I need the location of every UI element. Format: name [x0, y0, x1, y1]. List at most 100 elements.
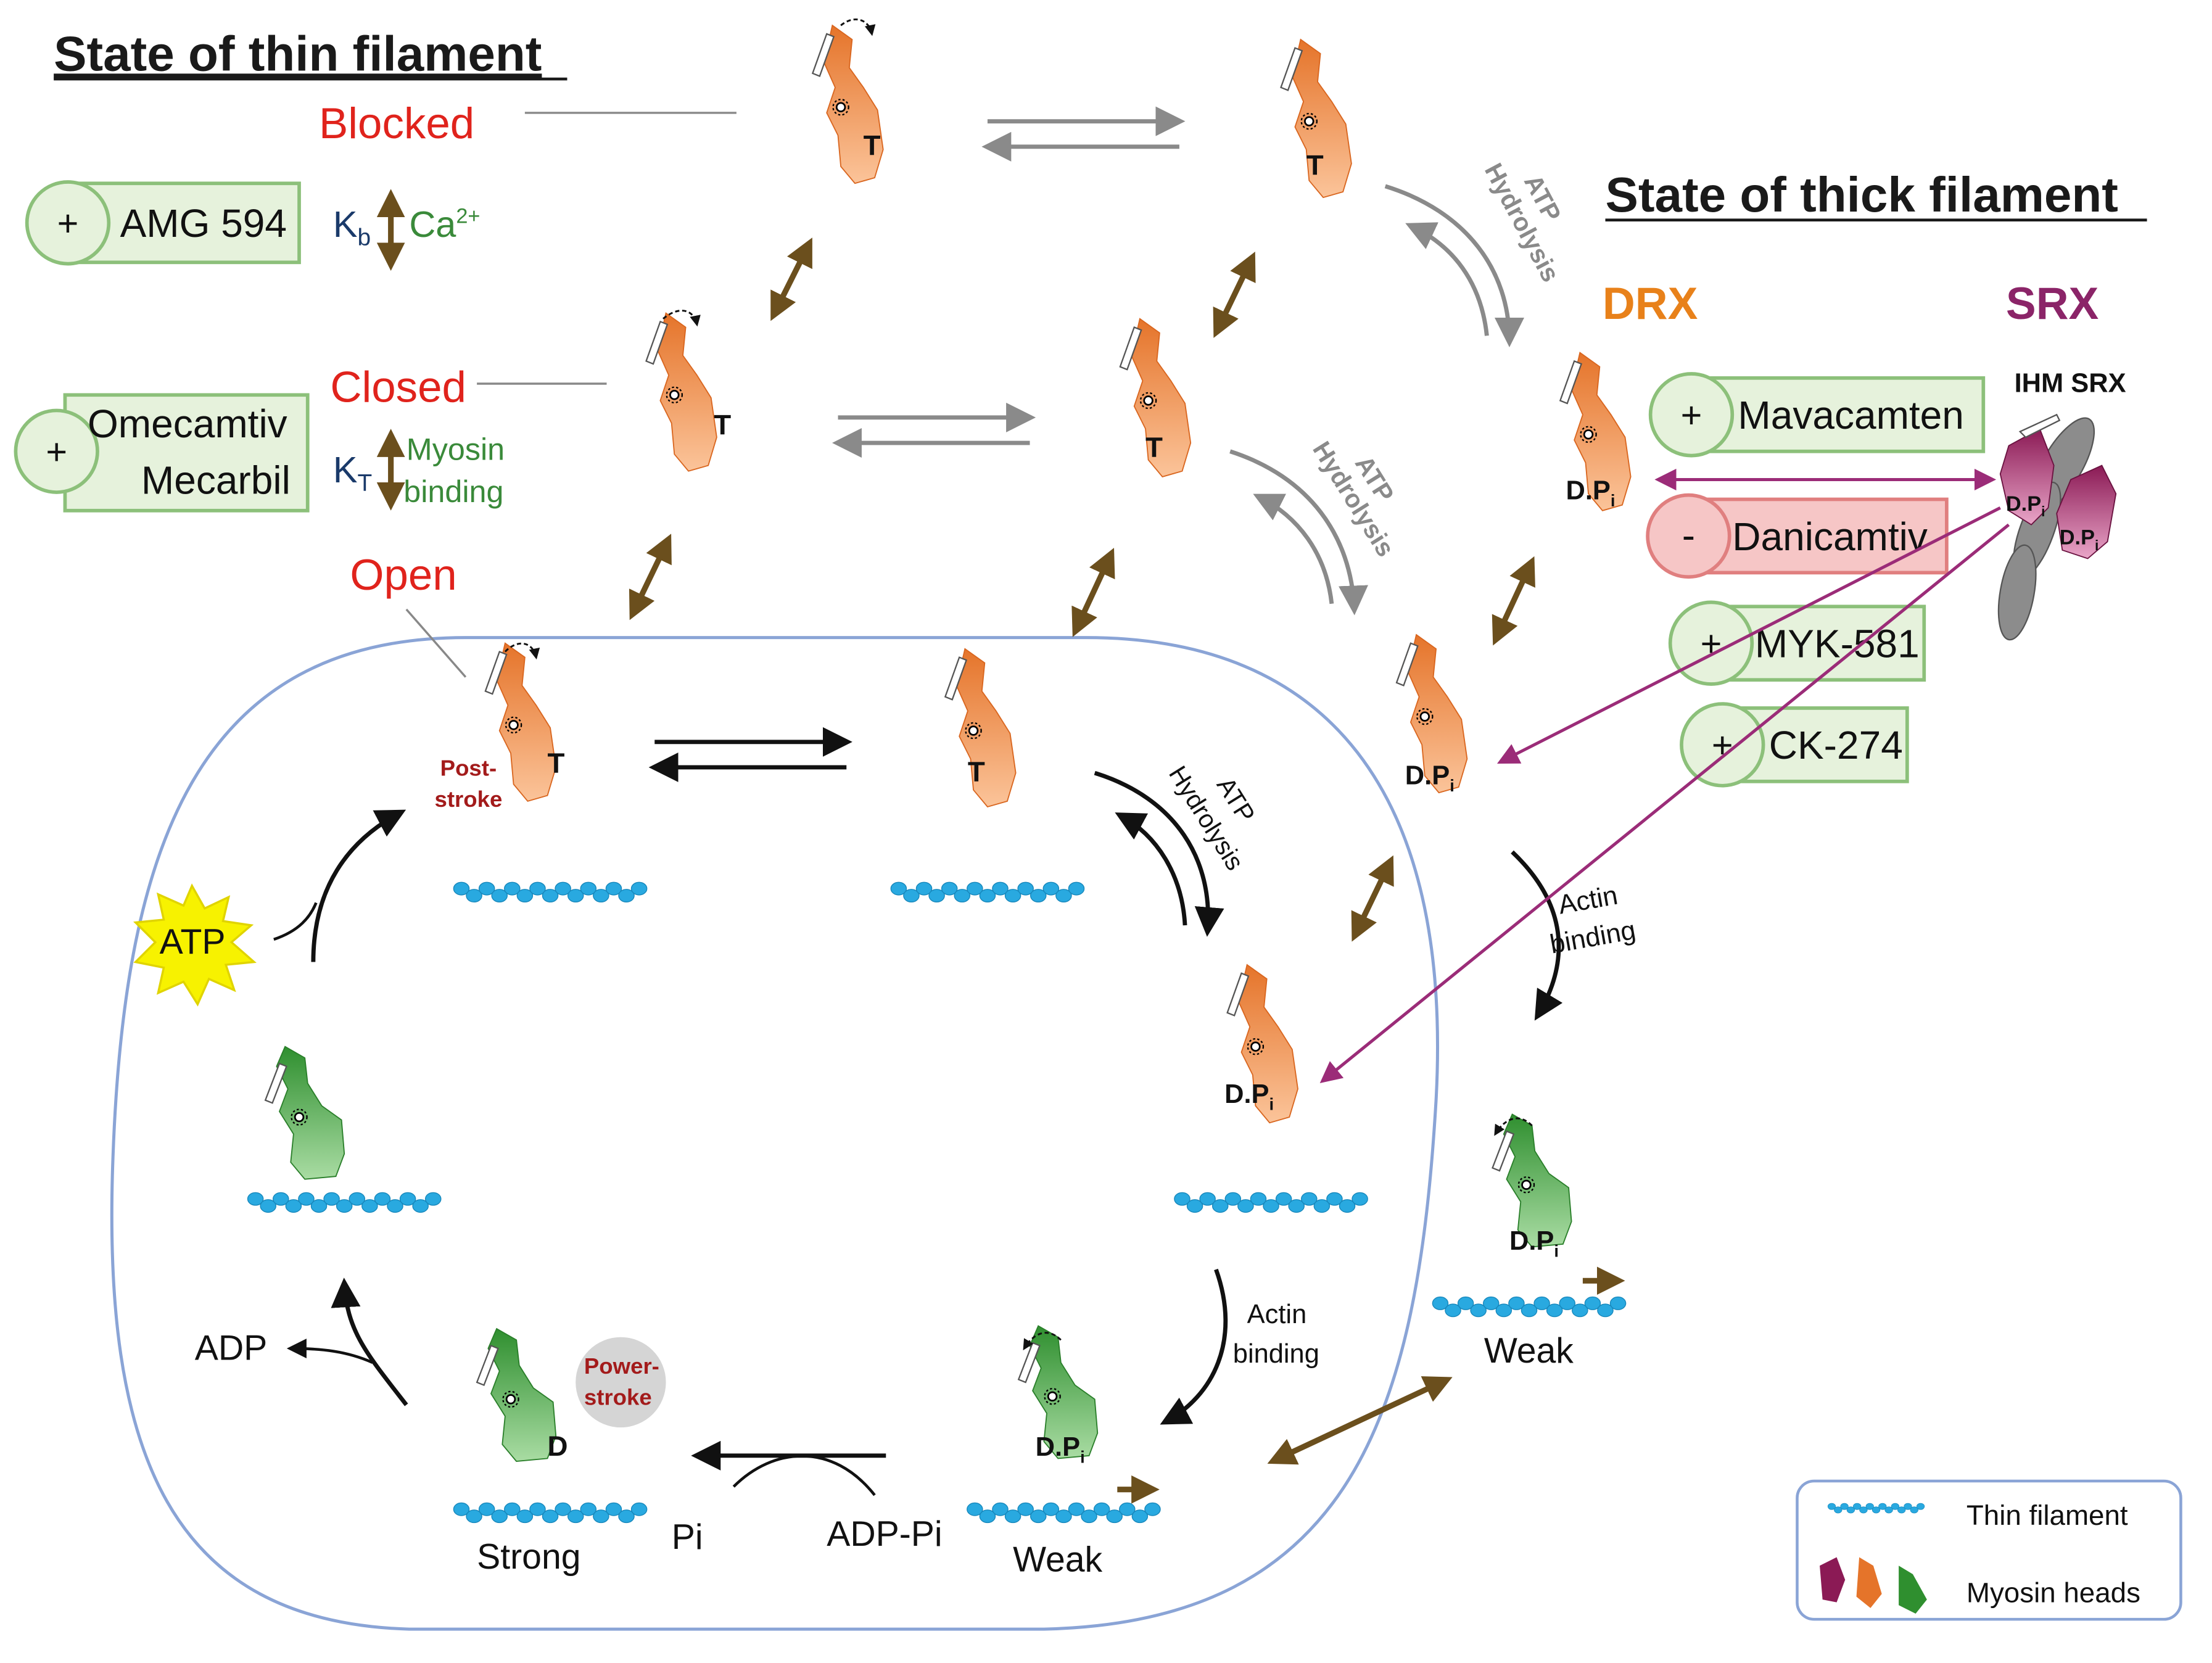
myosin-head-closed-post: T — [645, 310, 731, 472]
drug-myk581: + MYK-581 — [1668, 600, 1926, 686]
weak-label-inner: Weak — [1013, 1540, 1102, 1579]
pi-label: Pi — [672, 1517, 703, 1557]
recovery-stroke-icon — [504, 642, 540, 660]
atp-binding-arrow — [311, 809, 406, 962]
srx-label: SRX — [2006, 278, 2099, 329]
actin-binding-label-outer-2: binding — [1548, 915, 1638, 960]
myosin-head-weak-outer: D.Pi — [1492, 1113, 1572, 1260]
state-transition-arrows — [629, 237, 1535, 1465]
myosin-head-open-pre: T — [944, 648, 1017, 808]
actin-binding-label-outer-1: Actin — [1556, 881, 1620, 920]
drx-label: DRX — [1603, 278, 1698, 329]
danicamtiv-label: Danicamtiv — [1732, 514, 1928, 559]
weak-label-outer: Weak — [1484, 1331, 1574, 1371]
drug-omecamtiv-mecarbil: + Omecamtiv Mecarbil — [14, 393, 310, 513]
recovery-stroke-icon — [840, 19, 876, 36]
head-dpi-label: D.Pi — [1566, 476, 1615, 510]
thick-filament-heading: State of thick filament — [1605, 167, 2118, 222]
ck274-sign: + — [1712, 724, 1733, 765]
state-closed-label: Closed — [330, 363, 466, 412]
head-dpi-label: D.Pi — [1224, 1079, 1274, 1113]
calcium-label: Ca2+ — [409, 204, 480, 245]
myosin-head-blocked-post: T — [811, 19, 885, 184]
actin-filament — [1432, 1296, 1627, 1318]
recovery-stroke-icon — [1494, 1117, 1533, 1136]
drug-danicamtiv: - Danicamtiv — [1646, 493, 1949, 579]
mavacamten-sign: + — [1681, 394, 1702, 435]
post-stroke-label-2: stroke — [435, 786, 503, 812]
actin-binding-label-cycle-2: binding — [1233, 1339, 1319, 1369]
amg594-label: AMG 594 — [120, 201, 287, 246]
legend-box: Thin filament Myosin heads — [1796, 1479, 2182, 1621]
pi-release-branch — [732, 1455, 876, 1496]
kt-constant: KT — [333, 449, 372, 497]
actin-filament — [890, 881, 1085, 903]
drug-mavacamten: + Mavacamten — [1648, 372, 1986, 458]
srx-head-dpi-label-2: D.Pi — [2060, 526, 2099, 553]
myosin-head-open-dpi: D.Pi — [1224, 964, 1299, 1124]
myosin-head-rigor — [264, 1046, 345, 1181]
head-dpi-label: D.Pi — [1405, 761, 1455, 794]
head-dpi-label: D.Pi — [1036, 1432, 1085, 1466]
atp-label: ATP — [160, 922, 226, 962]
myosin-head-closed-pre: T — [1119, 318, 1192, 478]
kb-constant: Kb — [333, 204, 371, 251]
myosin-binding-label-1: Myosin — [406, 431, 505, 466]
drug-action-lines — [1319, 468, 2010, 1084]
actin-filament — [247, 1192, 442, 1213]
actin-filament — [453, 1502, 648, 1524]
strong-label: Strong — [477, 1537, 580, 1577]
myosin-head-open-post-stroke: T — [484, 642, 564, 803]
equilibrium-arrows-closed — [832, 402, 1036, 458]
drug-amg594: + AMG 594 — [25, 180, 301, 266]
legend-thin-filament-label: Thin filament — [1966, 1500, 2128, 1531]
head-d-label: D — [547, 1430, 567, 1462]
thin-filament-heading: State of thin filament — [54, 26, 542, 81]
actin-filament — [1174, 1192, 1368, 1213]
power-stroke-label-1: Power- — [584, 1353, 659, 1379]
equilibrium-arrows-blocked — [981, 106, 1186, 162]
myosin-head-open-dpi-outer: D.Pi — [1395, 633, 1468, 795]
atp-hydrolysis-arrows-upper — [1384, 184, 1524, 347]
crossbridge-cycle-boundary — [110, 636, 1440, 1631]
legend-myosin-heads-label: Myosin heads — [1966, 1577, 2140, 1609]
adp-label: ADP — [195, 1328, 268, 1368]
myosin-head-strong-d: D — [476, 1327, 568, 1463]
myk581-label: MYK-581 — [1755, 622, 1920, 666]
power-stroke-badge — [576, 1337, 666, 1428]
head-t-label: T — [1145, 432, 1163, 463]
atp-hydrolysis-arrows-middle — [1229, 449, 1368, 616]
head-t-label: T — [1306, 150, 1324, 181]
head-t-label: T — [714, 409, 731, 440]
adp-pi-label: ADP-Pi — [827, 1514, 942, 1554]
srx-interacting-heads-motif: D.Pi D.Pi — [1997, 413, 2117, 641]
atp-binding-branch — [273, 902, 318, 941]
adp-release-arrow — [331, 1277, 408, 1406]
myosin-binding-label-2: binding — [403, 474, 503, 509]
actin-filament — [967, 1502, 1161, 1524]
myosin-head-drx: D.Pi — [1559, 352, 1632, 512]
danicamtiv-sign: - — [1682, 513, 1695, 558]
mavacamten-label: Mavacamten — [1738, 393, 1963, 437]
myosin-head-blocked-pre: T — [1280, 38, 1353, 199]
amg594-sign: + — [57, 202, 79, 244]
omecamtiv-label-1: Omecamtiv — [88, 402, 287, 446]
head-t-label: T — [864, 130, 881, 162]
post-stroke-label-1: Post- — [440, 756, 497, 781]
power-stroke-label-2: stroke — [584, 1385, 652, 1410]
myosin-head-weak-inner: D.Pi — [1017, 1325, 1099, 1466]
ihm-srx-label: IHM SRX — [2015, 369, 2126, 398]
adp-release-branch — [286, 1339, 373, 1364]
srx-head-dpi-label-1: D.Pi — [2006, 492, 2045, 519]
state-open-label: Open — [350, 551, 456, 600]
actin-binding-arrow-outer — [1511, 850, 1563, 1021]
equilibrium-arrows-open — [648, 727, 852, 782]
atp-burst-icon — [133, 883, 257, 1007]
actin-filament — [453, 881, 648, 903]
recovery-stroke-icon — [1023, 1332, 1062, 1351]
head-t-label: T — [547, 748, 564, 779]
actin-binding-arrow-cycle — [1160, 1268, 1228, 1425]
omecamtiv-label-2: Mecarbil — [141, 458, 291, 502]
ck274-label: CK-274 — [1769, 723, 1903, 767]
